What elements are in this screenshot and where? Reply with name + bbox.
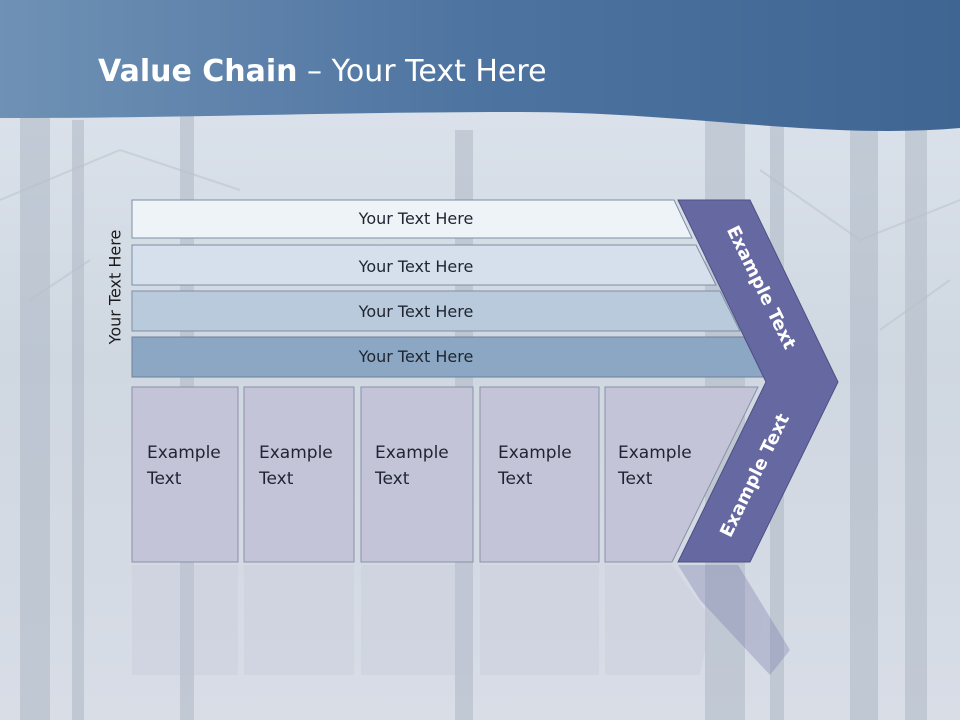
- chevron-arrow: [677, 199, 839, 563]
- box-3-line1: Example: [375, 443, 449, 463]
- box-2: [243, 386, 355, 563]
- box-1-line2: Text: [146, 469, 182, 489]
- box-1: [131, 386, 239, 563]
- box-5: [604, 386, 759, 563]
- slide-title: Value Chain – Your Text Here: [98, 54, 547, 89]
- bar-4-label: Your Text Here: [358, 347, 474, 366]
- box-5-line1: Example: [618, 443, 692, 463]
- box-3: [360, 386, 474, 563]
- title-bold: Value Chain: [98, 54, 298, 89]
- box-2-line1: Example: [259, 443, 333, 463]
- box-3-line2: Text: [374, 469, 410, 489]
- box-4-line1: Example: [498, 443, 572, 463]
- bar-1-shape: [131, 199, 693, 239]
- bar-1-label: Your Text Here: [358, 209, 474, 228]
- bar-3-shape: [131, 290, 741, 332]
- box-4-line2: Text: [497, 469, 533, 489]
- bar-2-label: Your Text Here: [358, 257, 474, 276]
- title-rest: – Your Text Here: [297, 54, 547, 89]
- bar-3-label: Your Text Here: [358, 302, 474, 321]
- box-2-line2: Text: [258, 469, 294, 489]
- reflection: [132, 565, 790, 675]
- box-1-line1: Example: [147, 443, 221, 463]
- box-5-line2: Text: [617, 469, 653, 489]
- box-4: [479, 386, 600, 563]
- bar-2-shape: [131, 244, 717, 286]
